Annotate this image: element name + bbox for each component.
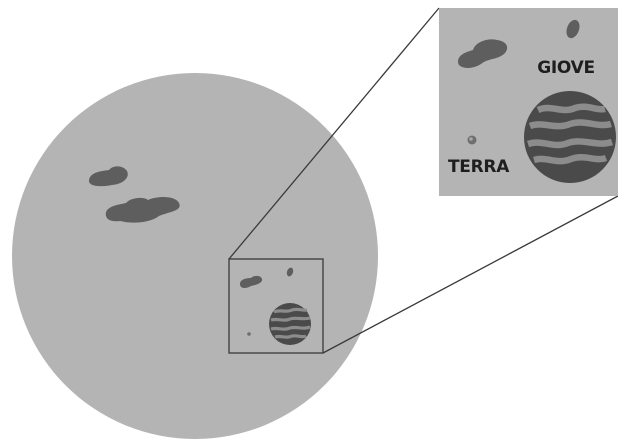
earth-planet [467,135,477,145]
zoom-line-lower [322,195,618,354]
earth-label: TERRA [448,157,510,177]
inset-spot-small [566,19,580,39]
inset-spot-large [458,39,508,68]
zoom-connector-lines [228,7,618,354]
small-region [228,258,324,354]
jupiter-band-3 [526,138,614,149]
sun-disk [12,73,378,439]
zoom-line-upper [228,7,440,260]
sunspot-large [105,196,180,223]
small-region-spot [240,275,263,289]
jupiter-band-1 [536,103,606,114]
jupiter-band-4 [533,154,608,165]
zoom-inset: GIOVE TERRA [439,8,618,196]
sunspot-small [88,166,128,187]
small-region-earth [247,332,251,336]
jupiter-body [524,91,616,183]
sunspots-group [88,166,180,223]
small-region-spot-2 [286,267,294,277]
jupiter-band-2 [528,119,612,130]
jupiter-label: GIOVE [537,58,595,78]
small-region-frame [228,258,324,354]
small-region-jupiter [269,303,311,345]
jupiter-planet [524,91,616,183]
